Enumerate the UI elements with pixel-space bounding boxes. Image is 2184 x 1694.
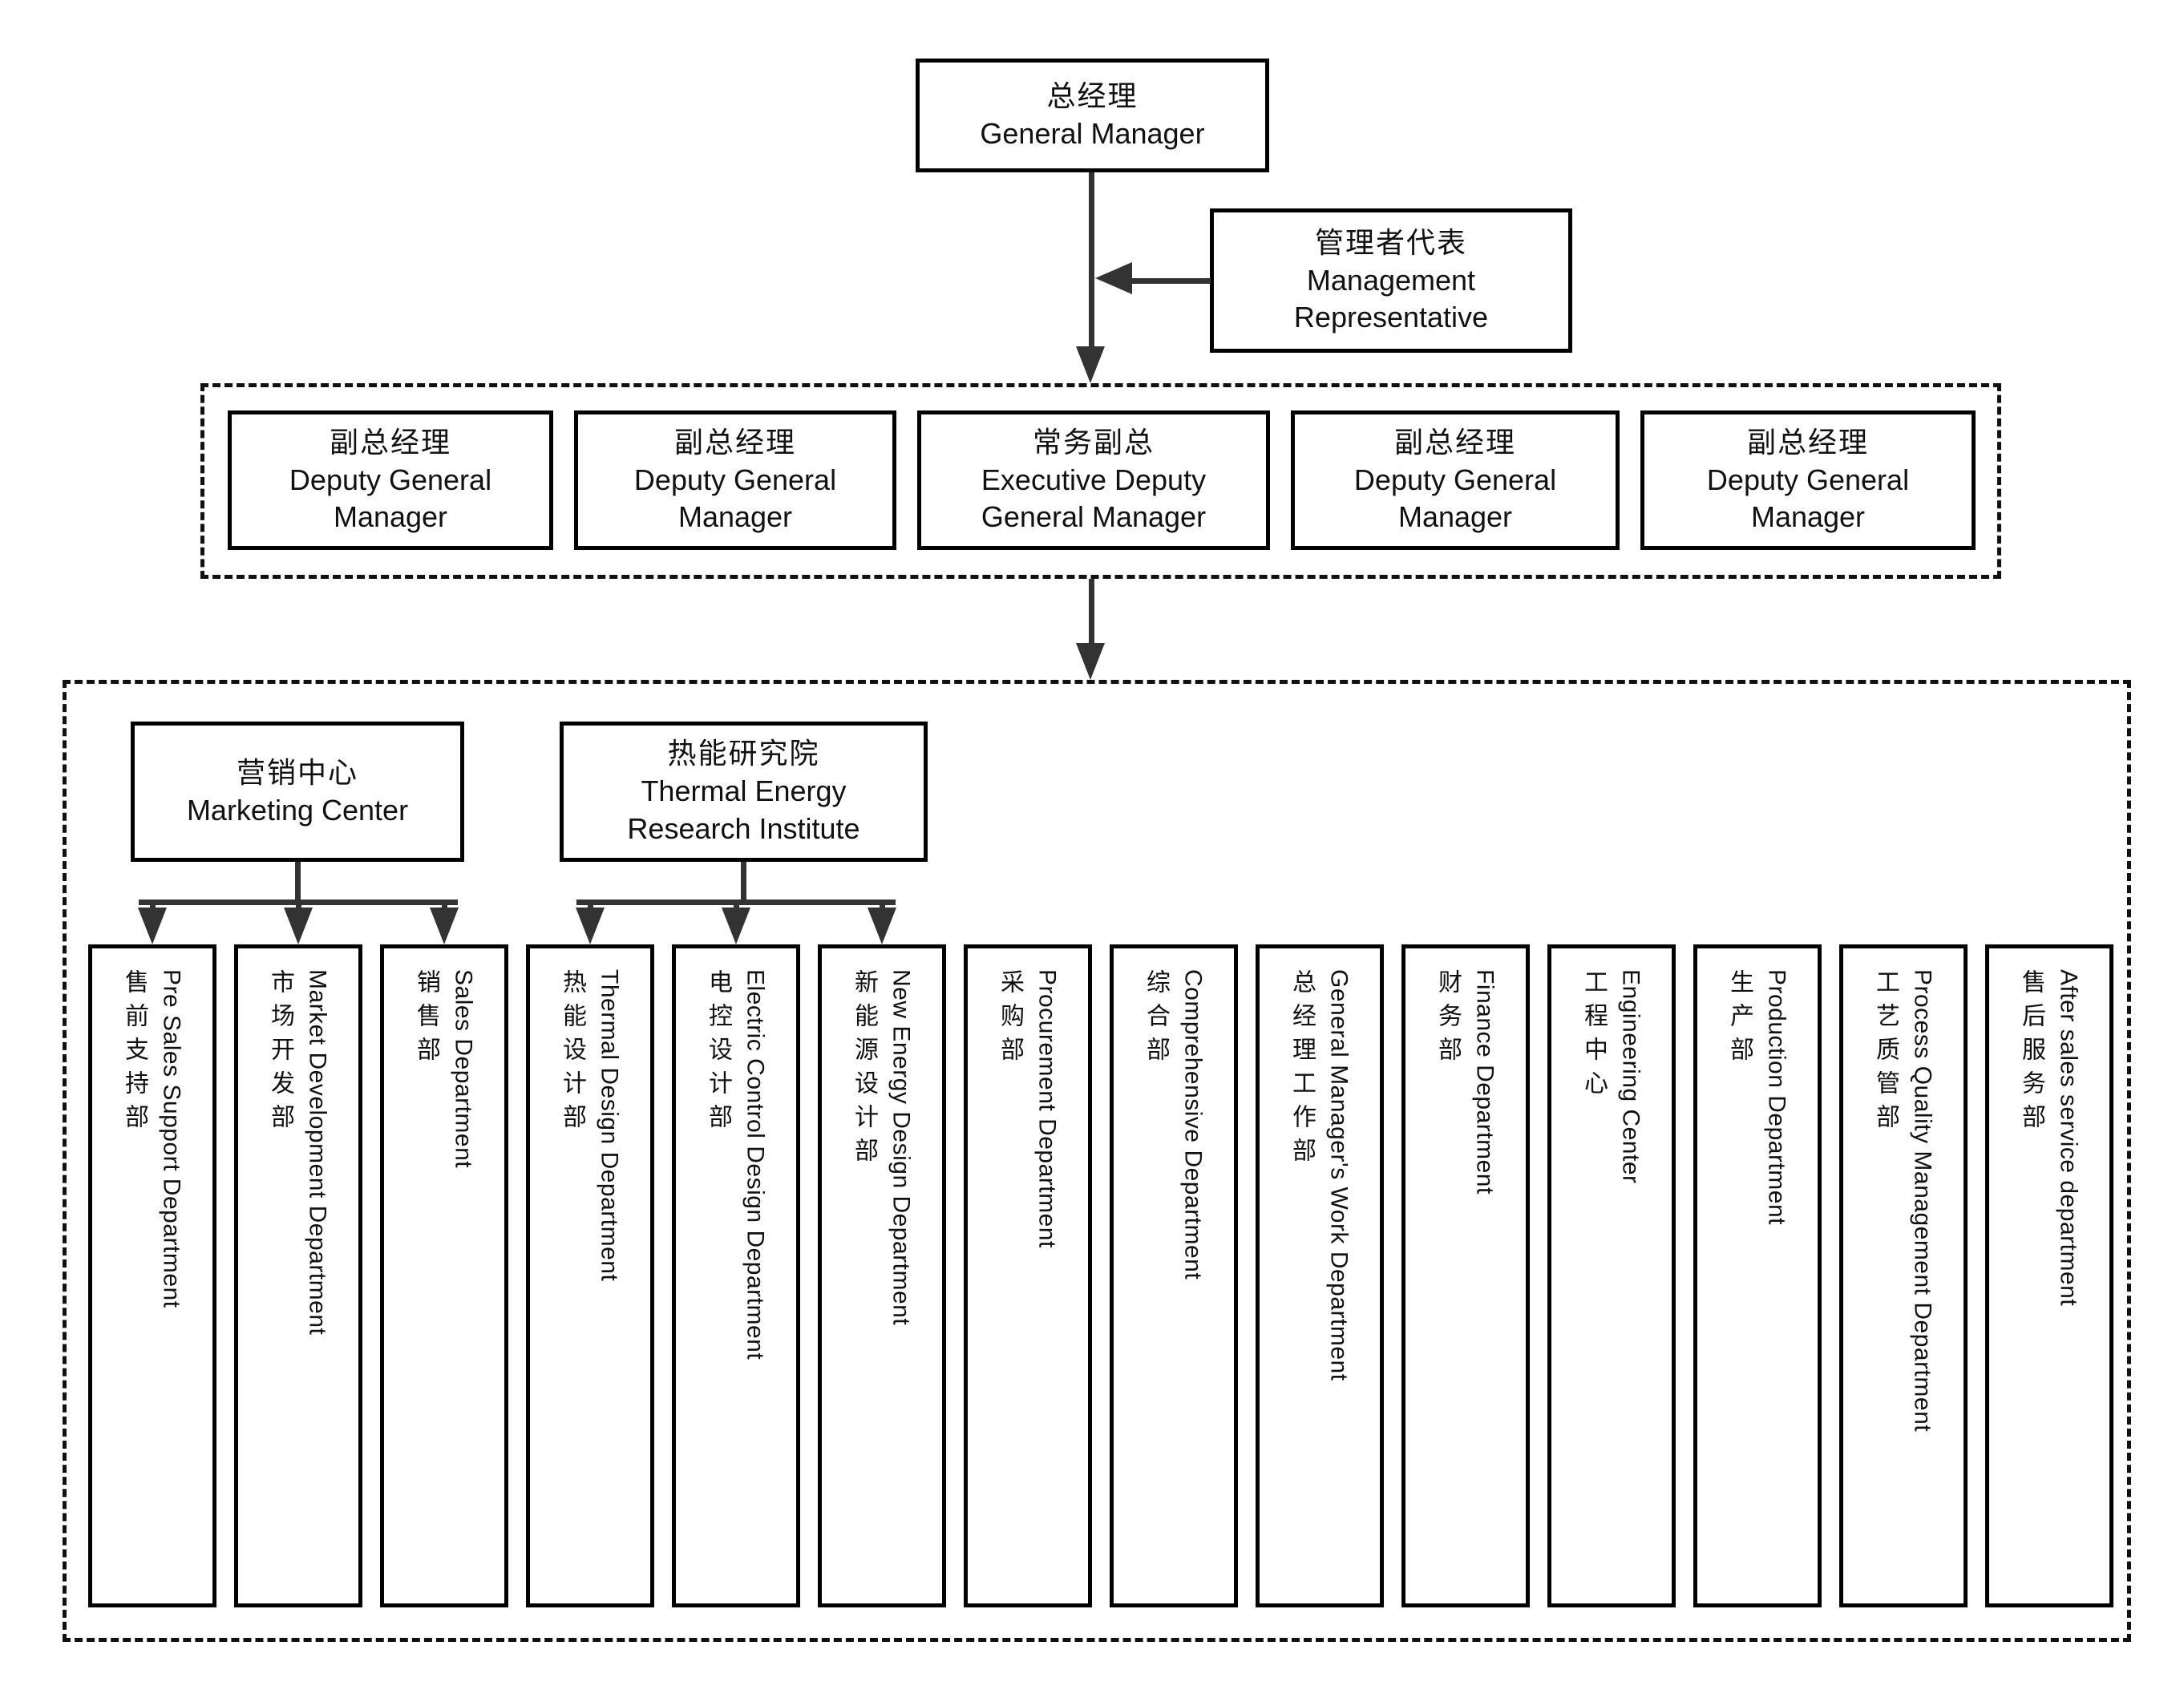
dept-box-engineering-center: 工程中心 Engineering Center <box>1547 944 1676 1607</box>
dept-thermal-design-zh: 热能设计部 <box>559 969 585 1138</box>
dept-box-market-development: 市场开发部 Market Development Department <box>234 944 362 1607</box>
dept-production-zh: 生产部 <box>1726 969 1753 1070</box>
arrowhead-thermal-child-1 <box>576 908 605 944</box>
dept-finance-en: Finance Department <box>1471 969 1498 1195</box>
dept-sales-zh: 销售部 <box>413 969 439 1070</box>
dept-electric-control-design-zh: 电控设计部 <box>705 969 731 1138</box>
connector-thermal-drop-3 <box>880 900 885 912</box>
deputy-4-label-en: Deputy General Manager <box>1353 463 1557 534</box>
dept-comprehensive-zh: 综合部 <box>1143 969 1169 1070</box>
deputy-1-label-en: Deputy General Manager <box>289 463 492 534</box>
dept-box-finance: 财务部 Finance Department <box>1401 944 1530 1607</box>
dept-box-comprehensive: 综合部 Comprehensive Department <box>1110 944 1238 1607</box>
connector-thermal-drop-1 <box>588 900 593 912</box>
deputy-group-container <box>200 383 2001 579</box>
thermal-institute-label-en: Thermal Energy Research Institute <box>627 774 860 845</box>
thermal-institute-box: 热能研究院 Thermal Energy Research Institute <box>560 722 928 862</box>
connector-thermal-stem <box>741 862 746 900</box>
management-representative-box: 管理者代表 Management Representative <box>1210 208 1572 353</box>
thermal-institute-label-zh: 热能研究院 <box>667 737 820 770</box>
arrowhead-marketing-child-2 <box>284 908 313 944</box>
deputy-2-label-en: Deputy General Manager <box>633 463 837 534</box>
connector-marketing-drop-2 <box>296 900 301 912</box>
dept-process-quality-en: Process Quality Management Department <box>1909 969 1936 1433</box>
dept-thermal-design-en: Thermal Design Department <box>596 969 623 1282</box>
dept-electric-control-design-en: Electric Control Design Department <box>742 969 769 1360</box>
deputy-5-label-en: Deputy General Manager <box>1706 463 1910 534</box>
general-manager-label-en: General Manager <box>980 117 1205 150</box>
connector-marketing-drop-3 <box>442 900 447 912</box>
deputy-5-label-zh: 副总经理 <box>1746 425 1869 459</box>
dept-box-pre-sales-support: 售前支持部 Pre Sales Support Department <box>88 944 216 1607</box>
dept-box-process-quality: 工艺质管部 Process Quality Management Departm… <box>1839 944 1968 1607</box>
dept-finance-zh: 财务部 <box>1434 969 1461 1070</box>
dept-market-development-en: Market Development Department <box>304 969 331 1336</box>
arrowhead-thermal-child-2 <box>722 908 750 944</box>
dept-engineering-center-en: Engineering Center <box>1617 969 1644 1184</box>
dept-production-en: Production Department <box>1763 969 1790 1225</box>
dept-pre-sales-support-en: Pre Sales Support Department <box>158 969 185 1308</box>
deputy-box-1: 副总经理 Deputy General Manager <box>228 410 553 550</box>
deputy-2-label-zh: 副总经理 <box>673 425 796 459</box>
deputy-box-2: 副总经理 Deputy General Manager <box>574 410 896 550</box>
arrowhead-marketing-child-1 <box>138 908 167 944</box>
marketing-center-label-en: Marketing Center <box>186 793 409 827</box>
connector-marketing-drop-1 <box>150 900 156 912</box>
deputy-box-5: 副总经理 Deputy General Manager <box>1640 410 1976 550</box>
dept-box-gm-work: 总经理工作部 General Manager's Work Department <box>1256 944 1384 1607</box>
deputy-1-label-zh: 副总经理 <box>329 425 451 459</box>
arrowhead-rep-to-gm-line <box>1095 262 1132 294</box>
deputy-box-4: 副总经理 Deputy General Manager <box>1291 410 1620 550</box>
dept-comprehensive-en: Comprehensive Department <box>1179 969 1207 1280</box>
connector-marketing-stem <box>295 862 301 900</box>
arrowhead-thermal-child-3 <box>868 908 896 944</box>
marketing-center-box: 营销中心 Marketing Center <box>131 722 464 862</box>
dept-gm-work-zh: 总经理工作部 <box>1288 969 1315 1171</box>
general-manager-label-zh: 总经理 <box>1046 79 1139 113</box>
dept-after-sales-en: After sales service department <box>2055 969 2082 1307</box>
departments-group-container <box>63 680 2131 1642</box>
dept-box-electric-control-design: 电控设计部 Electric Control Design Department <box>672 944 800 1607</box>
connector-thermal-drop-2 <box>734 900 739 912</box>
dept-box-production: 生产部 Production Department <box>1693 944 1822 1607</box>
dept-box-new-energy-design: 新能源设计部 New Energy Design Department <box>818 944 946 1607</box>
dept-new-energy-design-zh: 新能源设计部 <box>851 969 877 1171</box>
deputy-4-label-zh: 副总经理 <box>1393 425 1516 459</box>
executive-deputy-label-en: Executive Deputy General Manager <box>981 463 1207 534</box>
dept-after-sales-zh: 售后服务部 <box>2018 969 2044 1138</box>
arrowhead-marketing-child-3 <box>430 908 459 944</box>
dept-box-thermal-design: 热能设计部 Thermal Design Department <box>526 944 654 1607</box>
executive-deputy-box: 常务副总 Executive Deputy General Manager <box>917 410 1270 550</box>
dept-box-after-sales: 售后服务部 After sales service department <box>1985 944 2113 1607</box>
dept-sales-en: Sales Department <box>450 969 477 1169</box>
general-manager-box: 总经理 General Manager <box>916 59 1269 172</box>
dept-procurement-zh: 采购部 <box>997 969 1023 1070</box>
dept-new-energy-design-en: New Energy Design Department <box>888 969 915 1326</box>
management-representative-label-zh: 管理者代表 <box>1314 225 1467 259</box>
management-representative-label-en: Management Representative <box>1293 263 1489 334</box>
connector-rep-to-gm-line <box>1130 278 1211 284</box>
dept-market-development-zh: 市场开发部 <box>267 969 293 1138</box>
dept-gm-work-en: General Manager's Work Department <box>1325 969 1353 1381</box>
marketing-center-label-zh: 营销中心 <box>236 755 358 789</box>
dept-box-sales: 销售部 Sales Department <box>380 944 508 1607</box>
arrowhead-gm-to-deputies <box>1076 346 1105 383</box>
dept-pre-sales-support-zh: 售前支持部 <box>121 969 148 1138</box>
arrowhead-deputies-to-departments <box>1076 643 1105 680</box>
connector-deputies-to-departments <box>1089 579 1094 643</box>
dept-process-quality-zh: 工艺质管部 <box>1872 969 1899 1138</box>
dept-box-procurement: 采购部 Procurement Department <box>964 944 1092 1607</box>
dept-procurement-en: Procurement Department <box>1033 969 1061 1248</box>
executive-deputy-label-zh: 常务副总 <box>1032 425 1155 459</box>
connector-gm-to-deputies <box>1089 172 1094 349</box>
dept-engineering-center-zh: 工程中心 <box>1580 969 1607 1104</box>
